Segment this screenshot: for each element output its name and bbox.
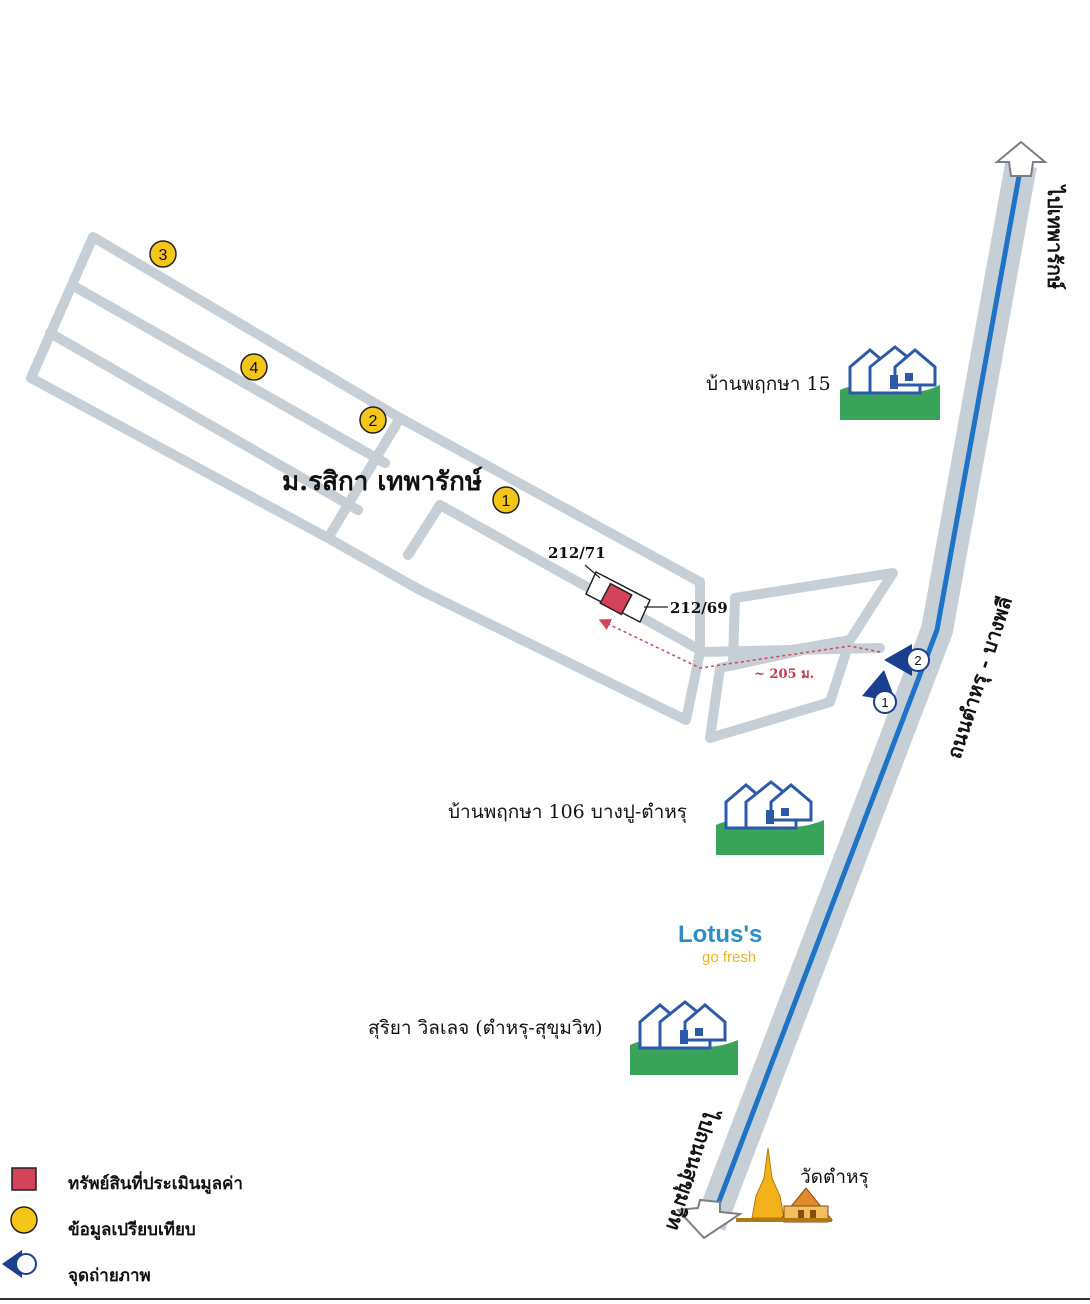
legend-subject-marker	[11, 1167, 37, 1191]
bottom-border	[0, 1298, 1090, 1300]
place-2-label: บ้านพฤกษา 106 บางปู-ตำหรุ	[448, 801, 687, 824]
legend-comparable-marker	[10, 1206, 38, 1234]
main-road	[695, 162, 1037, 1231]
north-direction-arrow	[994, 140, 1048, 177]
comparable-3-label: 3	[159, 247, 168, 264]
comparable-1-label: 1	[502, 493, 511, 510]
comparable-4: 4	[240, 353, 268, 381]
photo-point-2: 2	[884, 644, 930, 676]
distance-label: ~ 205 ม.	[754, 667, 814, 682]
temple-label: วัดตำหรุ	[800, 1166, 869, 1189]
comparable-2: 2	[359, 406, 387, 434]
legend-row-subject: ทรัพย์สินที่ประเมินมูลค่า	[8, 1160, 308, 1206]
comparable-1: 1	[492, 486, 520, 514]
legend-subject-label: ทรัพย์สินที่ประเมินมูลค่า	[68, 1173, 243, 1194]
legend-row-photo: จุดถ่ายภาพ	[8, 1252, 308, 1298]
lot-label-left: 212/71	[548, 544, 606, 562]
distance-path	[598, 619, 881, 669]
comparable-3: 3	[149, 240, 177, 268]
photo-point-1: 1	[862, 670, 897, 714]
legend-row-comparable: ข้อมูลเปรียบเทียบ	[8, 1206, 308, 1252]
place-1-label: บ้านพฤกษา 15	[706, 373, 831, 395]
lotus-logo: Lotus's	[678, 921, 762, 948]
south-direction-arrow	[675, 1198, 743, 1240]
house-icon	[840, 345, 940, 420]
house-icon	[630, 1000, 738, 1075]
comparable-2-label: 2	[369, 413, 378, 430]
village-roads	[26, 232, 898, 743]
north-road-label: ไปเทพารักษ์	[1043, 184, 1067, 290]
village-name: ม.รสิกา เทพารักษ์	[282, 466, 483, 497]
legend-photo-label: จุดถ่ายภาพ	[68, 1265, 151, 1286]
map-legend: ทรัพย์สินที่ประเมินมูลค่า ข้อมูลเปรียบเท…	[8, 1160, 308, 1298]
lot-label-right: 212/69	[670, 599, 728, 617]
comparable-4-label: 4	[250, 360, 259, 377]
lotus-logo-sub: go fresh	[702, 949, 756, 966]
legend-comparable-label: ข้อมูลเปรียบเทียบ	[68, 1219, 196, 1240]
place-3-label: สุริยา วิลเลจ (ตำหรุ-สุขุมวิท)	[368, 1017, 603, 1040]
temple-icon	[736, 1147, 834, 1223]
legend-photo-marker	[2, 1250, 37, 1278]
photo-point-2-label: 2	[914, 653, 921, 668]
subject-property	[584, 564, 668, 624]
house-icon	[716, 780, 824, 855]
photo-point-1-label: 1	[881, 695, 888, 710]
